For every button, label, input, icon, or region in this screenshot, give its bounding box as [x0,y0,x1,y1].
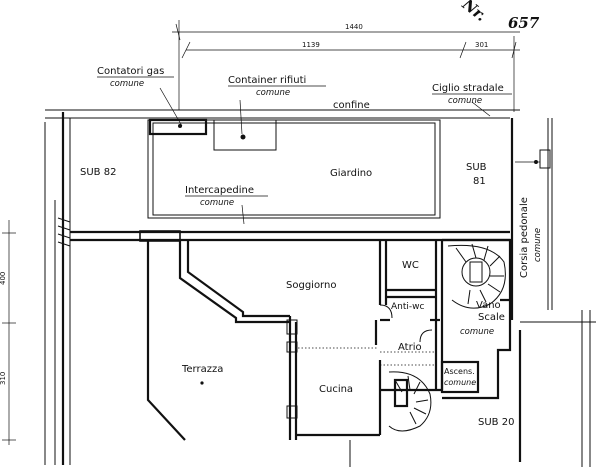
intercapedine-band [70,217,510,242]
label-soggiorno: Soggiorno [286,280,336,291]
label-giardino: Giardino [330,168,372,179]
dimension-lines-left [2,220,16,445]
label-wc: WC [402,260,419,271]
label-sub81-line1: SUB [466,162,487,173]
left-boundary [44,112,71,465]
label-sub82: SUB 82 [80,167,116,178]
dimension-310: 310 [0,372,7,385]
label-container-rifiuti: Container rifiuti [228,75,306,86]
label-confine: confine [333,100,370,111]
drawing-number: 657 [508,14,540,32]
dimension-400: 400 [0,272,7,285]
label-intercapedine-sub: comune [200,198,234,208]
dimension-1139: 1139 [302,41,320,49]
label-anti-wc: Anti-wc [391,302,424,312]
stairwell [349,238,522,467]
label-container-rifiuti-sub: comune [256,88,290,98]
label-ciglio-stradale-sub: comune [448,96,482,106]
label-ciglio-stradale: Ciglio stradale [432,83,504,94]
label-contatori-gas: Contatori gas [97,66,164,77]
label-vano-comune: comune [460,327,494,337]
label-sub20: SUB 20 [478,417,514,428]
nr-label: Nr. [458,0,490,25]
right-side [510,118,596,467]
dimension-301: 301 [475,41,488,49]
label-cucina: Cucina [319,384,353,395]
apartment-walls [146,240,444,441]
dimension-1440: 1440 [345,23,363,31]
dimension-lines-top [172,20,520,112]
label-corsia-comune: comune [533,228,543,262]
leader-lines [159,87,491,225]
label-contatori-gas-sub: comune [110,79,144,89]
label-intercapedine: Intercapedine [185,185,254,196]
label-sub81-line2: 81 [473,176,486,187]
label-corsia-pedonale: Corsia pedonale [519,197,530,278]
label-terrazza: Terrazza [181,364,223,375]
label-scale: Scale [478,312,505,323]
garden-outline [147,118,441,219]
label-ascensore: Ascens. [444,367,475,376]
label-ascensore-comune: comune [444,378,476,387]
label-vano: Vano [476,300,501,311]
label-atrio: Atrio [398,342,422,353]
